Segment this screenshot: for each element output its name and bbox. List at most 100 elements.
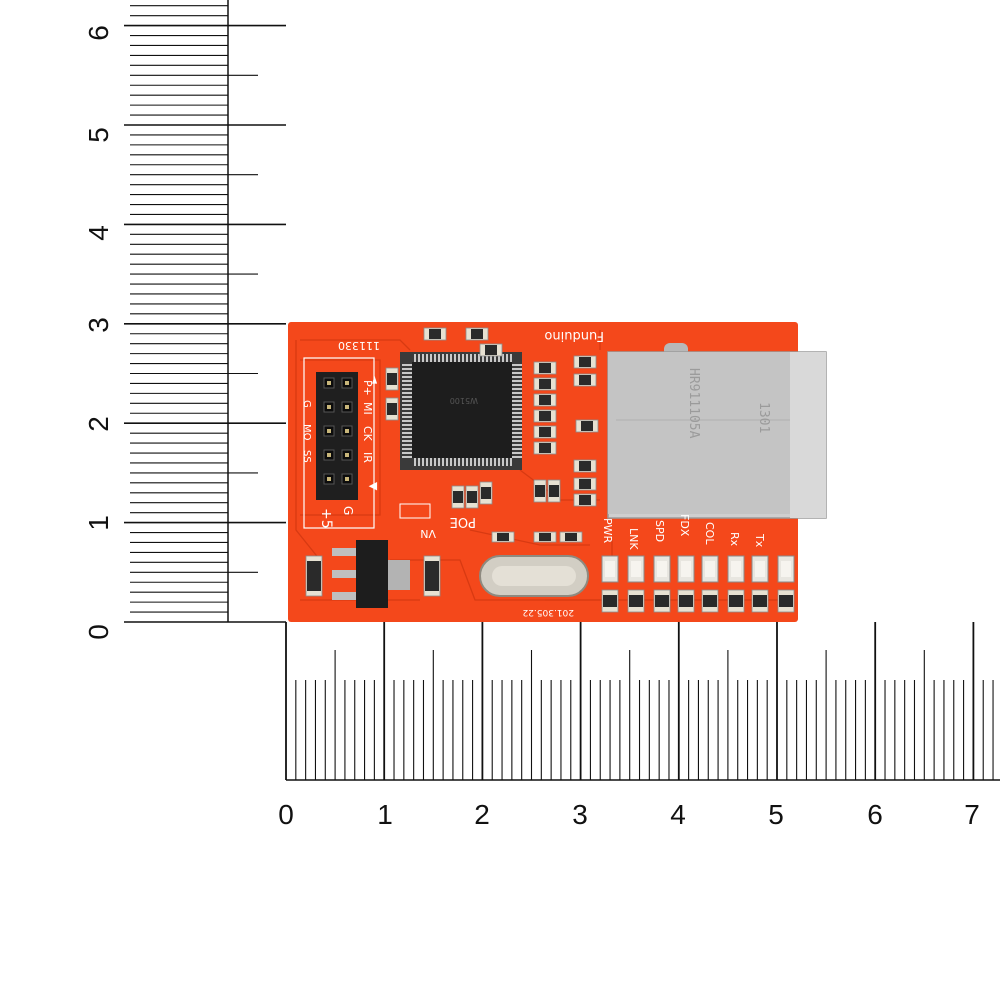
horizontal-ruler-ticks <box>285 622 994 780</box>
chip-pin <box>482 354 484 362</box>
chip-pin <box>512 368 522 370</box>
chip-pin <box>512 364 522 366</box>
chip-pin <box>512 436 522 438</box>
regulator-pin-2 <box>332 570 356 578</box>
smd-component-body <box>471 329 483 339</box>
chip-pin <box>498 354 500 362</box>
chip-code-label: 111330 <box>338 339 380 352</box>
ethernet-module-board: P+ MI CK IR +5 G MO SS G ◄ ▼ 111330 Fund… <box>288 322 827 622</box>
header-label-g-top: G <box>301 400 312 408</box>
header-pin-tip <box>345 477 349 481</box>
vertical-ruler-label-6: 6 <box>83 25 114 41</box>
chip-pin <box>402 416 412 418</box>
chip-pin <box>458 354 460 362</box>
led-resistor-body <box>753 595 767 607</box>
header-pin-tip <box>327 477 331 481</box>
chip-body <box>412 362 512 458</box>
jack-part-number: HR911105A <box>686 368 701 439</box>
led-label-spd: SPD <box>653 520 666 542</box>
header-pin-tip <box>345 429 349 433</box>
header-label-mo: MO <box>301 424 312 441</box>
smd-component-body <box>549 485 559 497</box>
vertical-ruler-label-0: 0 <box>83 624 114 640</box>
led-labels: PWR LNK SPD FDX COL Rx Tx <box>601 514 766 550</box>
smd-component-body <box>467 491 477 503</box>
chip-pin <box>512 452 522 454</box>
chip-pin <box>498 458 500 466</box>
header-label-g-bottom: G <box>341 506 355 515</box>
regulator-tab <box>388 560 410 590</box>
chip-pin <box>512 428 522 430</box>
smd-component-body <box>481 487 491 499</box>
led-resistor-body <box>603 595 617 607</box>
chip-pin <box>402 444 412 446</box>
chip-pin <box>474 458 476 466</box>
header-label-ir: IR <box>361 452 374 463</box>
chip-pin <box>402 392 412 394</box>
chip-pin <box>442 354 444 362</box>
chip-pin <box>512 416 522 418</box>
status-led-lens <box>631 561 641 577</box>
chip-pin <box>478 354 480 362</box>
chip-pin <box>454 458 456 466</box>
regulator-pin-1 <box>332 548 356 556</box>
status-led-lens <box>755 561 765 577</box>
chip-pin <box>402 432 412 434</box>
chip-pin <box>512 384 522 386</box>
status-led-lens <box>781 561 791 577</box>
chip-pin <box>512 412 522 414</box>
smd-component-body <box>581 421 593 431</box>
led-label-lnk: LNK <box>627 528 640 550</box>
chip-pin <box>478 458 480 466</box>
led-label-pwr: PWR <box>601 518 614 544</box>
ethernet-controller-chip: W5100 <box>400 352 522 470</box>
led-label-fdx: FDX <box>678 514 691 537</box>
chip-pin <box>414 354 416 362</box>
regulator-body <box>356 540 388 608</box>
poe-area: POE VN <box>399 503 476 540</box>
header-label-ck: CK <box>361 426 374 442</box>
horizontal-ruler-label-4: 4 <box>670 799 686 830</box>
voltage-regulator <box>332 540 410 608</box>
smd-component-body <box>453 491 463 503</box>
chip-pin <box>466 354 468 362</box>
smd-component-body <box>539 427 551 437</box>
vertical-ruler: 0 1 2 3 4 5 6 <box>83 0 286 640</box>
horizontal-ruler-label-6: 6 <box>867 799 883 830</box>
chip-pin <box>470 354 472 362</box>
chip-pin <box>490 354 492 362</box>
chip-pin <box>512 376 522 378</box>
chip-pin <box>442 458 444 466</box>
status-led-lens <box>705 561 715 577</box>
chip-pin <box>512 396 522 398</box>
chip-pin <box>462 458 464 466</box>
smd-component-body <box>425 561 439 591</box>
chip-pin <box>402 364 412 366</box>
chip-pin <box>430 354 432 362</box>
smd-component-body <box>497 533 509 541</box>
smd-component-body <box>387 373 397 385</box>
chip-pin <box>506 458 508 466</box>
chip-pin <box>414 458 416 466</box>
chip-pin <box>510 458 512 466</box>
chip-pin <box>482 458 484 466</box>
chip-pin <box>494 354 496 362</box>
led-label-col: COL <box>703 522 716 545</box>
smd-component-body <box>539 379 551 389</box>
chip-pin <box>502 458 504 466</box>
chip-pin <box>502 354 504 362</box>
chip-pin <box>506 354 508 362</box>
chip-pin <box>512 420 522 422</box>
pin-header <box>316 372 358 500</box>
smd-component-body <box>539 363 551 373</box>
poe-jumper-pads <box>399 503 431 519</box>
header-label-mi: MI <box>361 402 374 415</box>
chip-pin <box>512 444 522 446</box>
chip-pin <box>486 354 488 362</box>
chip-pin <box>402 396 412 398</box>
vn-label: VN <box>420 527 436 540</box>
pin-header-pins <box>323 377 353 485</box>
regulator-pin-3 <box>332 592 356 600</box>
chip-pin <box>402 388 412 390</box>
